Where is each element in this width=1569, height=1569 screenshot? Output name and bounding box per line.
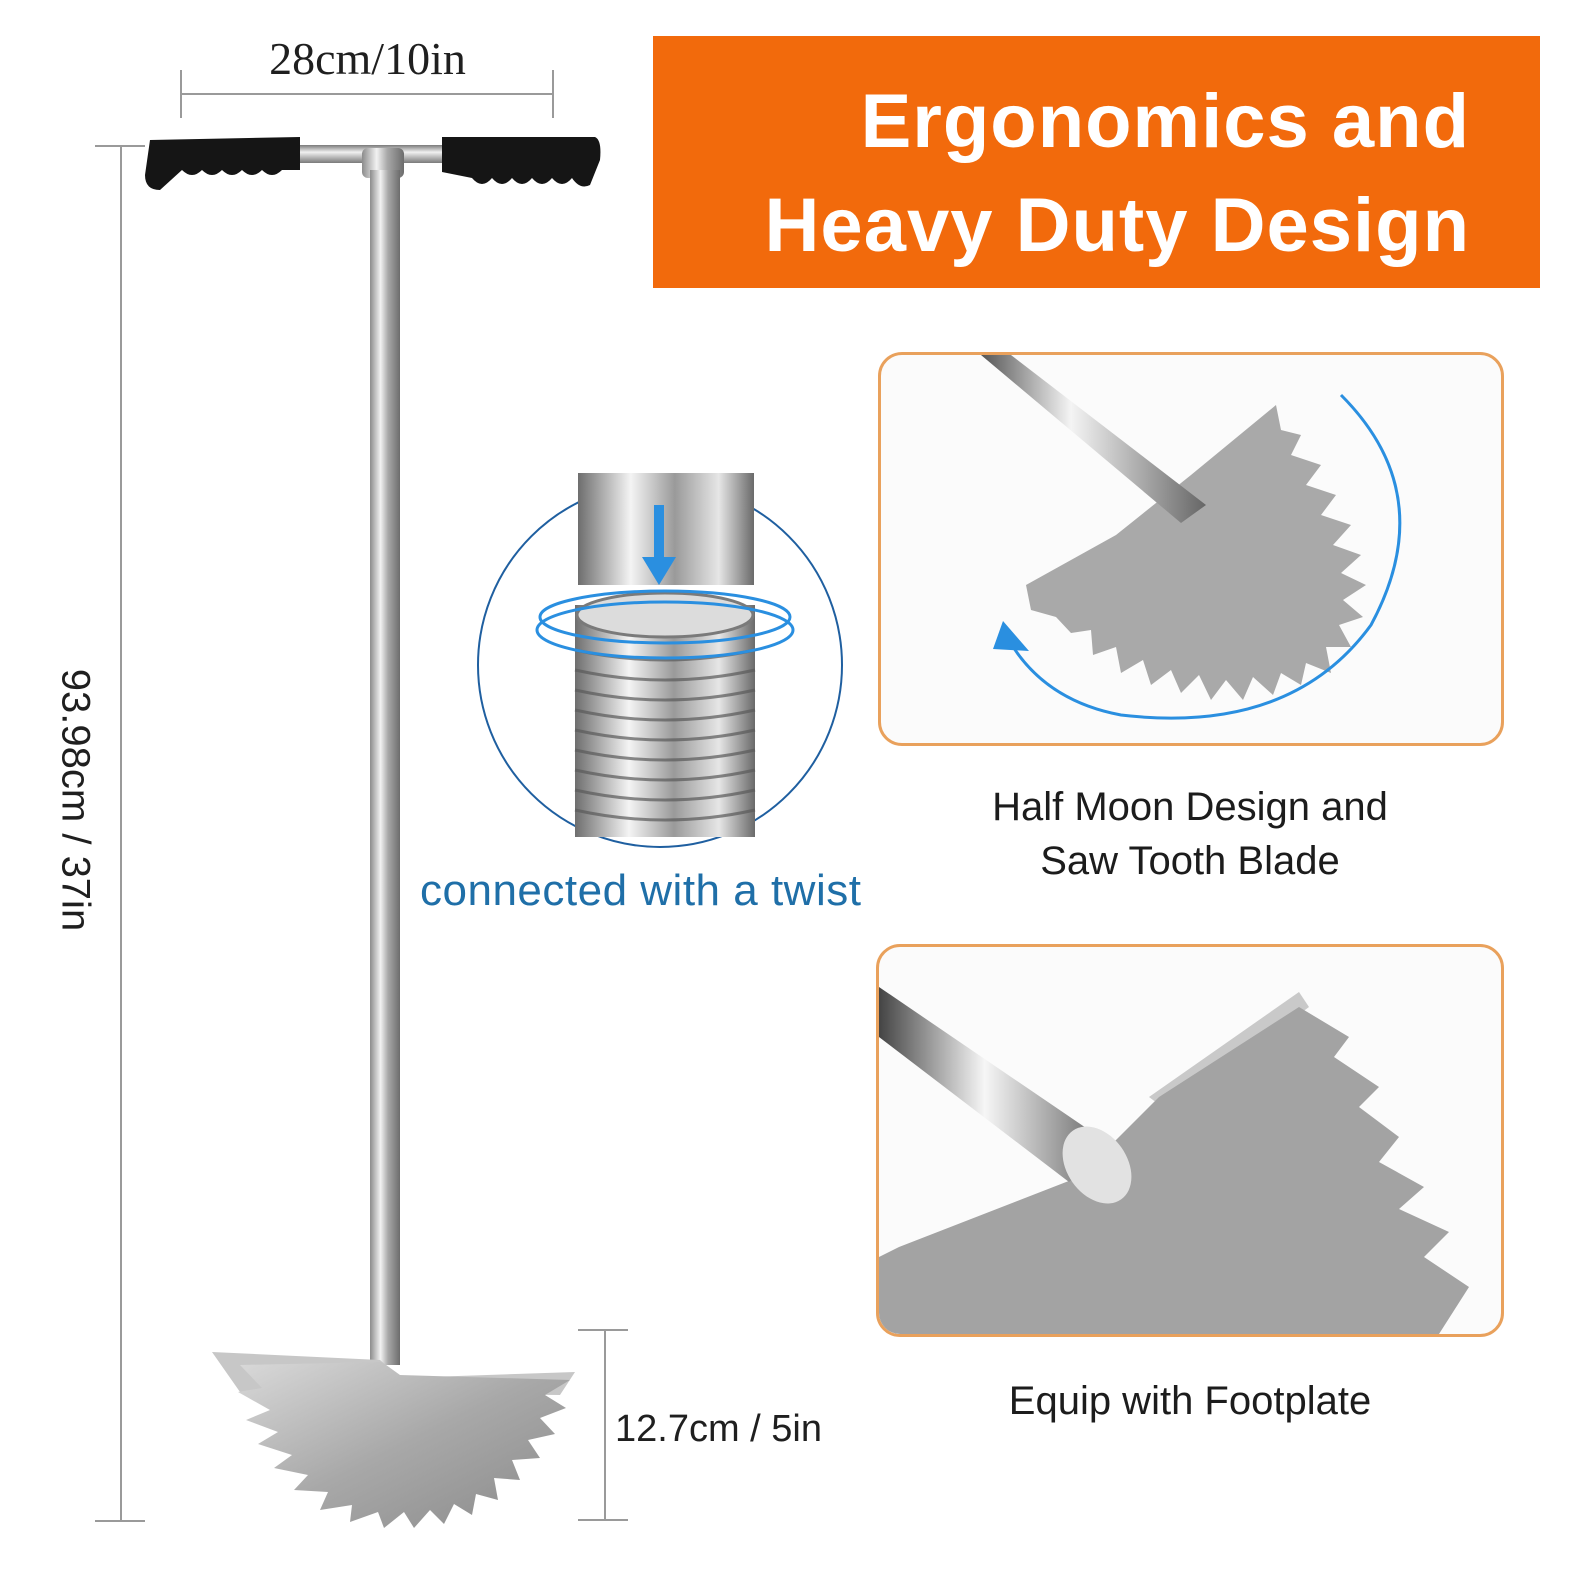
tool-shaft (370, 170, 400, 1365)
rotation-arrow-1 (1004, 393, 1402, 720)
down-arrow-head (642, 557, 676, 585)
half-moon-blade-closeup (981, 355, 1402, 720)
closeup-rod-2 (879, 987, 1114, 1182)
twist-caption: connected with a twist (420, 866, 862, 915)
closeup-blade-2 (879, 1007, 1469, 1334)
footplate-caption: Equip with Footplate (1008, 1379, 1372, 1423)
twist-connection-illustration (477, 473, 843, 848)
half-moon-blade-panel (878, 352, 1504, 746)
width-dimension-label: 28cm/10in (269, 33, 466, 84)
closeup-rod-1 (981, 355, 1206, 523)
pipe-opening (575, 591, 755, 639)
blade-dimension-tick-top (578, 1329, 628, 1331)
edger-tool-illustration (145, 137, 601, 1528)
rotation-arrow-1-head (993, 621, 1029, 651)
footplate-panel (876, 944, 1504, 1337)
footplate-closeup (879, 987, 1469, 1334)
down-arrow-shaft (654, 505, 664, 560)
closeup-blade-1 (1026, 405, 1366, 700)
width-dimension-line (180, 93, 554, 95)
saw-tooth-blade (238, 1362, 570, 1528)
width-dimension-tick-left (180, 70, 182, 118)
rod-cut-face (1062, 1126, 1132, 1204)
width-dimension-tick-right (552, 70, 554, 118)
blade-dimension-line (604, 1330, 606, 1520)
blade-dimension-tick-bottom (578, 1519, 628, 1521)
left-grip (145, 137, 300, 190)
headline-banner: Ergonomics and Heavy Duty Design (653, 36, 1540, 288)
half-moon-caption: Half Moon Design and Saw Tooth Blade (992, 785, 1388, 883)
height-dimension-tick-top (95, 145, 145, 147)
rotation-arrows (535, 589, 795, 660)
height-dimension-line (120, 146, 122, 1521)
banner-title: Ergonomics and Heavy Duty Design (764, 79, 1470, 268)
right-grip (442, 137, 601, 187)
height-dimension-tick-bottom (95, 1520, 145, 1522)
blade-dimension-label: 12.7cm / 5in (615, 1408, 822, 1450)
